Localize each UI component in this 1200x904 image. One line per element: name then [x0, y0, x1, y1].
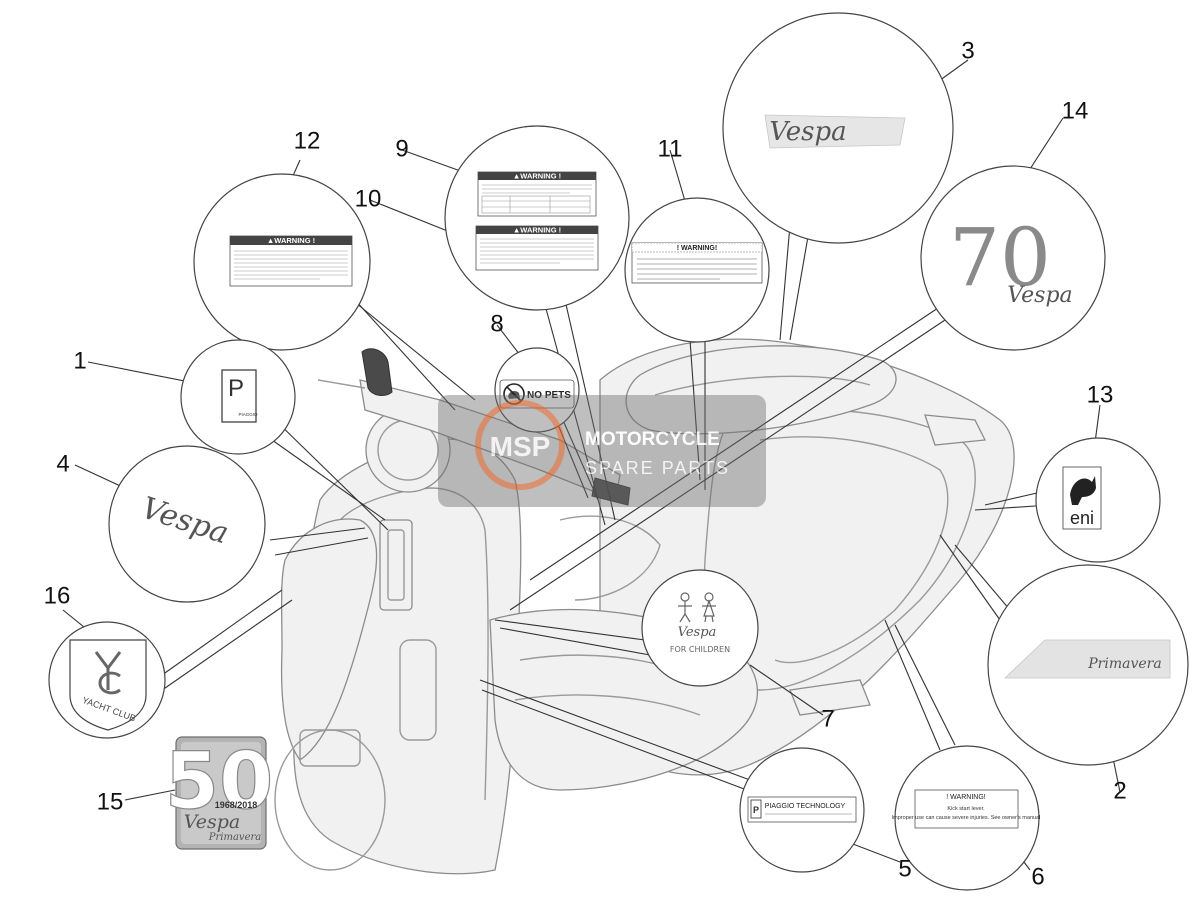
watermark-logo: MSP — [490, 431, 551, 462]
warning-10-text-lines — [480, 238, 594, 264]
piaggio-word: PIAGGIO — [238, 412, 258, 417]
children-figures-icon — [678, 592, 716, 623]
callout-1: 1 — [73, 347, 86, 374]
eni-text: eni — [1070, 508, 1094, 528]
decal-15-anniversary-badge: 50 1968/2018 Vespa Primavera — [164, 736, 274, 850]
callout-12: 12 — [294, 127, 321, 154]
decal-bubble-16: YACHT CLUB — [48, 621, 166, 739]
for-children-vespa-text: Vespa — [678, 625, 717, 640]
warning-11-title: ! WARNING! — [677, 245, 717, 252]
piaggio-tech-p: P — [753, 805, 759, 815]
no-pets-text: NO PETS — [527, 390, 571, 401]
watermark-line2: SPARE PARTS — [585, 458, 730, 478]
kick-warning-line2: Improper use can cause severe injuries. … — [892, 815, 1041, 821]
decal-bubble-11: ! WARNING! — [624, 197, 770, 343]
warning-11-text-lines — [637, 258, 757, 280]
callout-15: 15 — [97, 788, 124, 815]
warning-9-title: ▲WARNING ! — [513, 172, 561, 181]
for-children-text: FOR CHILDREN — [670, 645, 730, 654]
decal-bubble-1: P PIAGGIO — [180, 339, 296, 455]
anniversary-primavera-text: Primavera — [208, 832, 261, 843]
kick-warning-title: ! WARNING! — [946, 794, 985, 801]
callout-6: 6 — [1031, 863, 1044, 890]
seventy-anniversary-number: 70 — [949, 211, 1051, 304]
callout-11: 11 — [658, 135, 683, 162]
decal-bubble-2: Primavera — [987, 564, 1189, 766]
decal-bubble-5: P PIAGGIO TECHNOLOGY — [739, 747, 865, 873]
decal-bubble-4: Vespa — [108, 445, 266, 603]
warning-9-table — [481, 184, 592, 214]
warning-12-title: ▲WARNING ! — [267, 236, 315, 245]
watermark: MSP MOTORCYCLE SPARE PARTS — [438, 395, 766, 507]
anniversary-years-text: 1968/2018 — [215, 800, 258, 810]
anniversary-fifty-text: 50 — [165, 737, 274, 827]
callout-5: 5 — [898, 855, 911, 882]
primavera-text: Primavera — [1087, 656, 1161, 672]
decal-bubble-14: 70 Vespa — [920, 165, 1106, 351]
callout-4: 4 — [56, 450, 69, 477]
vespa-logo-text: Vespa — [769, 117, 846, 147]
yacht-club-emblem-icon — [94, 651, 122, 695]
callout-14: 14 — [1062, 97, 1089, 124]
decal-bubble-7: Vespa FOR CHILDREN — [641, 569, 759, 687]
warning-12-text-lines — [234, 250, 348, 280]
eni-dog-icon — [1070, 476, 1096, 505]
seventy-vespa-text: Vespa — [1007, 283, 1072, 308]
callout-16: 16 — [44, 582, 71, 609]
callout-9: 9 — [395, 135, 408, 162]
piaggio-technology-text: PIAGGIO TECHNOLOGY — [765, 803, 846, 810]
anniversary-vespa-text: Vespa — [184, 811, 240, 833]
warning-10-title: ▲WARNING ! — [513, 226, 561, 235]
piaggio-p-letter: P — [228, 375, 244, 402]
callout-10: 10 — [355, 185, 382, 212]
decal-bubble-6: ! WARNING! Kick start lever. Improper us… — [892, 745, 1041, 891]
callout-2: 2 — [1113, 777, 1126, 804]
callout-7: 7 — [821, 705, 834, 732]
kick-warning-line1: Kick start lever. — [947, 806, 985, 812]
watermark-line1: MOTORCYCLE — [585, 429, 720, 450]
decal-bubble-9-10: ▲WARNING ! ▲WARNING ! — [444, 125, 630, 311]
callout-13: 13 — [1087, 381, 1114, 408]
decal-bubble-3: Vespa — [722, 12, 954, 244]
decal-bubble-12: ▲WARNING ! — [193, 173, 371, 351]
callout-8: 8 — [490, 310, 503, 337]
decal-bubble-13: eni — [1035, 437, 1161, 563]
callout-numbers: 1 2 3 4 5 6 7 8 9 10 11 12 13 14 15 16 — [44, 37, 1127, 890]
callout-3: 3 — [961, 37, 974, 64]
